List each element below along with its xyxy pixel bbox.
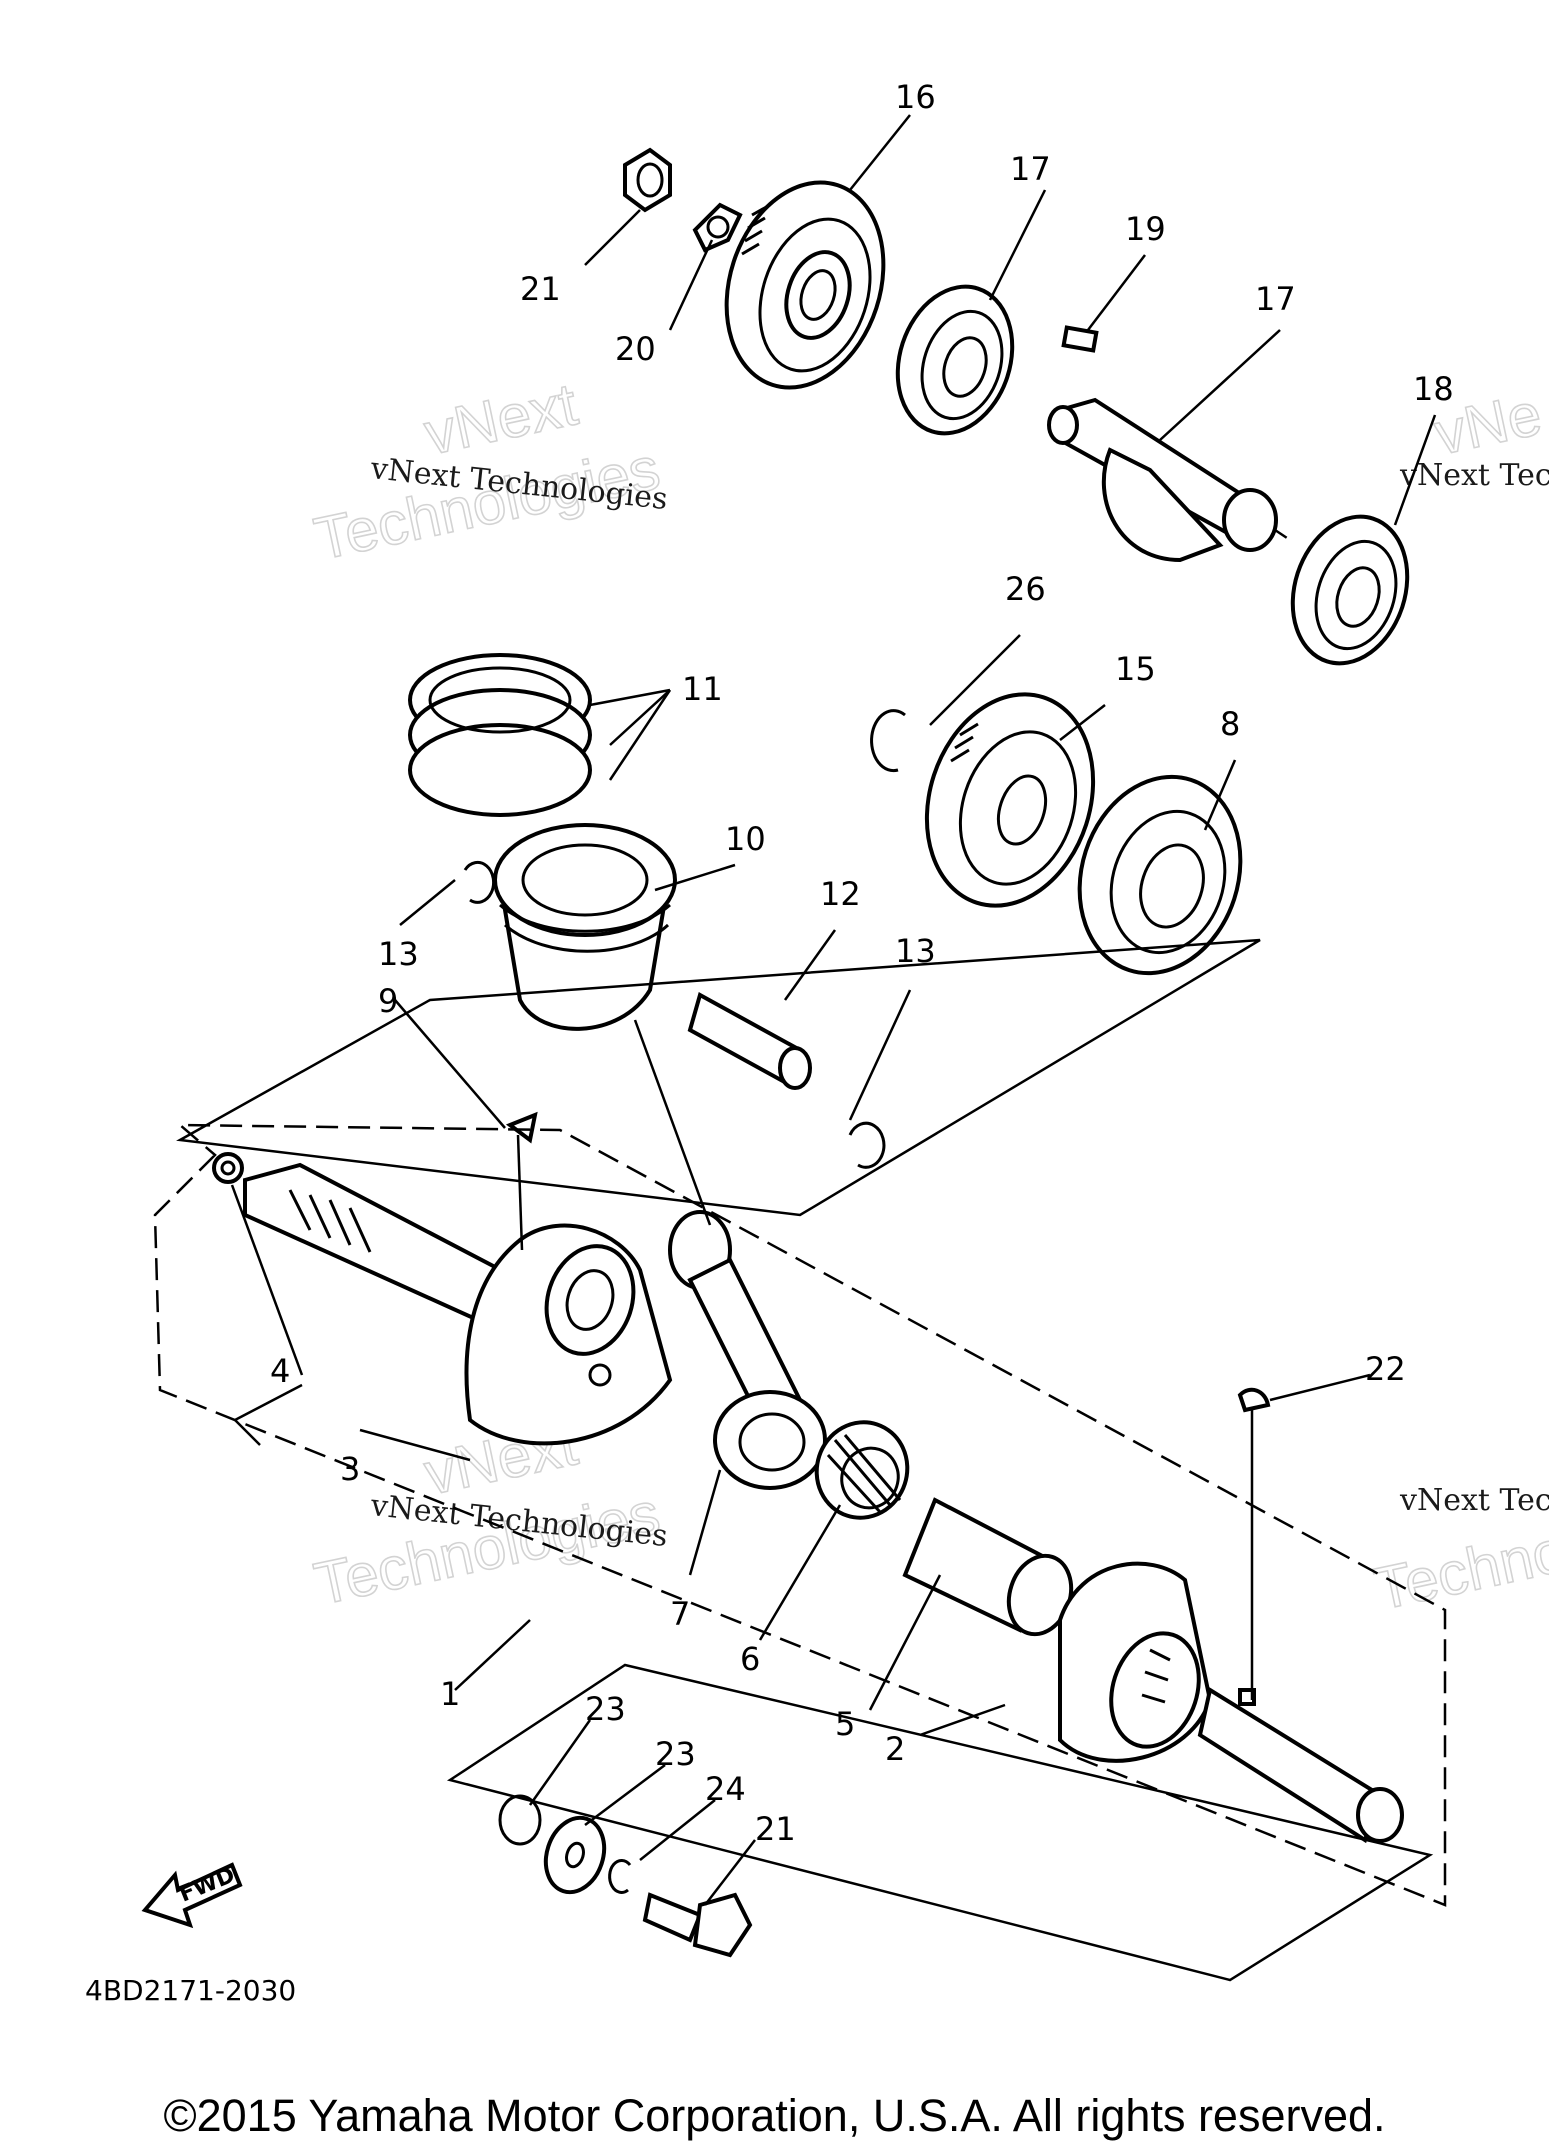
- piston-pin-12: [687, 992, 812, 1090]
- fwd-arrow-icon: FWD: [141, 1862, 243, 1929]
- leader-lines: [230, 114, 1437, 1906]
- watermark-text-right-2: vNext Tec: [1399, 1483, 1549, 1518]
- key-18: [1061, 325, 1099, 353]
- bolt-24: [642, 1892, 753, 1958]
- bearing-8: [1077, 774, 1243, 976]
- callout-21: 22: [1365, 1350, 1406, 1388]
- callout-17-lower: 18: [1413, 370, 1454, 408]
- connecting-rod-7: [668, 1210, 827, 1490]
- callout-8: 8: [1220, 705, 1240, 743]
- callout-19: 20: [615, 330, 656, 368]
- bearing-17-upper: [895, 284, 1015, 436]
- bearing-17-lower: [1290, 514, 1410, 666]
- circlip-26: [870, 709, 906, 773]
- balancer-shaft-16: [1047, 325, 1291, 563]
- circlip-13-right: [848, 1121, 886, 1169]
- gear-14: [924, 692, 1096, 908]
- lock-washer-19: [692, 202, 743, 253]
- callout-14: 15: [1115, 650, 1156, 688]
- callout-24: 21: [755, 1810, 796, 1848]
- callout-13-right: 13: [895, 932, 936, 970]
- woodruff-key-9: [505, 1111, 538, 1144]
- bottom-fastener-frame: [446, 1663, 1434, 1982]
- callout-23: 24: [705, 1770, 746, 1808]
- callout-5: 5: [835, 1705, 855, 1743]
- callout-10: 10: [725, 820, 766, 858]
- crankshaft-assembly-frame: [153, 1123, 1447, 1907]
- callout-16: 17: [1255, 280, 1296, 318]
- washer-22: [543, 1815, 607, 1895]
- callout-numbers: 16 17 19 17 18 21 20 26 15 8 11 10 12 13…: [270, 78, 1454, 1848]
- drawing-code: 4BD2171-2030: [85, 1974, 296, 2007]
- balancer-gear-15: [724, 180, 886, 390]
- callout-11: 11: [682, 670, 723, 708]
- watermark-text-right: vNext Tec: [1399, 458, 1549, 493]
- callout-4: 4: [270, 1352, 290, 1390]
- needle-bearing-6: [814, 1420, 910, 1520]
- callout-9: 9: [378, 982, 398, 1020]
- lock-washer-23: [608, 1858, 632, 1894]
- circlip-13-left: [463, 860, 496, 904]
- watermark-group: vNext Technologies vNext Technologies vN…: [308, 369, 1549, 1623]
- callout-15: 16: [895, 78, 936, 116]
- callout-6: 6: [740, 1640, 760, 1678]
- callout-22: 23: [655, 1735, 696, 1773]
- callout-25: 23: [585, 1690, 626, 1728]
- nut-20: [623, 147, 672, 213]
- callout-3: 3: [340, 1450, 360, 1488]
- woodruff-key-21: [1237, 1387, 1271, 1413]
- callout-20: 21: [520, 270, 561, 308]
- o-ring-25: [498, 1794, 542, 1846]
- callout-1: 1: [440, 1675, 460, 1713]
- piston-10: [493, 823, 677, 1031]
- copyright-notice: ©2015 Yamaha Motor Corporation, U.S.A. A…: [163, 2090, 1386, 2141]
- callout-13-left: 13: [378, 935, 419, 973]
- callout-18: 19: [1125, 210, 1166, 248]
- callout-12: 12: [820, 875, 861, 913]
- crankshaft-left-3: [243, 1162, 673, 1446]
- callout-7: 7: [670, 1595, 690, 1633]
- callout-26: 26: [1005, 570, 1046, 608]
- watermark-outline-top: vNext: [419, 370, 583, 467]
- callout-17-upper: 17: [1010, 150, 1051, 188]
- callout-2: 2: [885, 1730, 905, 1768]
- crankshaft-right-2: [1058, 1561, 1404, 1844]
- bearing-4: [212, 1152, 244, 1184]
- crank-pin-5: [902, 1497, 1074, 1637]
- watermark-outline-right-2: Techno: [1369, 1517, 1549, 1623]
- piston-rings-11: [408, 653, 592, 817]
- middle-assembly-frame: [176, 938, 1261, 1217]
